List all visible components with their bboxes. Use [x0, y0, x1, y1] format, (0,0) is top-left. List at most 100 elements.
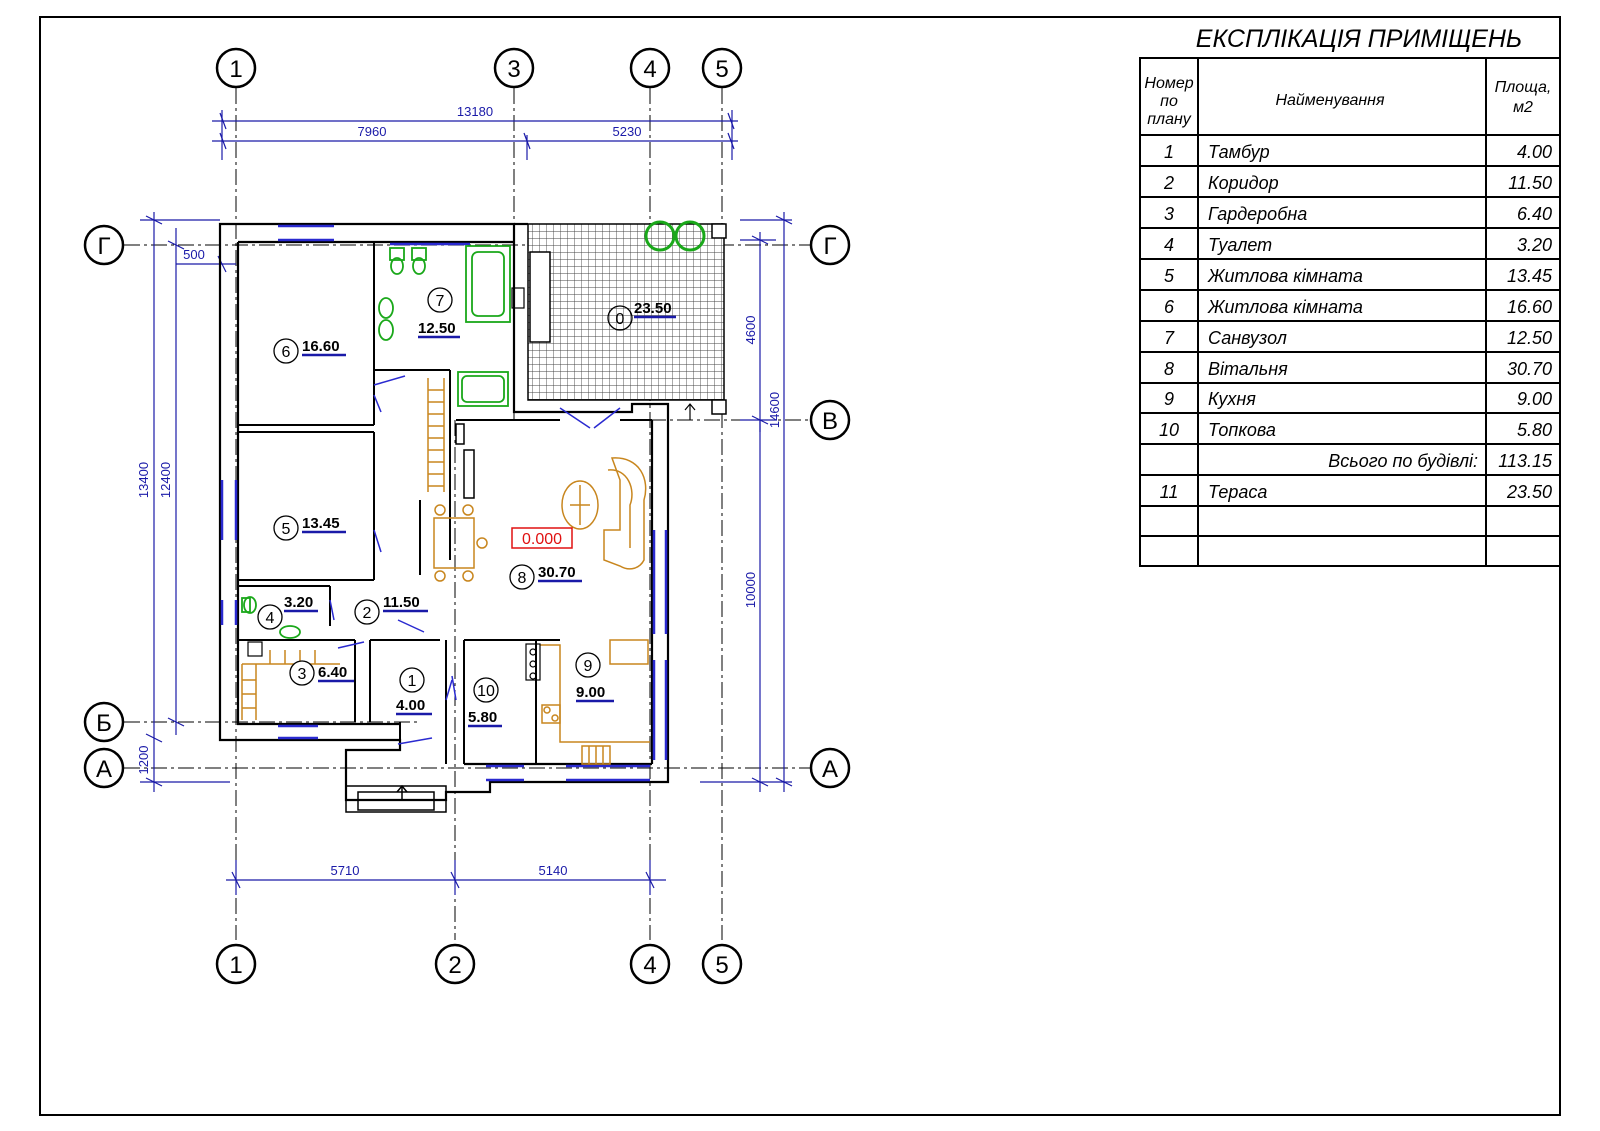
room-area-6: 16.60 [302, 338, 340, 355]
axis-bubbles-right [809, 224, 851, 789]
room-area-underlines [284, 315, 676, 728]
room-area-1: 4.00 [396, 697, 425, 714]
dim-left-offset: 500 [183, 247, 205, 262]
header-num-line3: плану [1147, 111, 1192, 128]
terrace-post [711, 223, 727, 239]
interior-walls [238, 242, 652, 764]
terrace-hatch [527, 223, 725, 401]
axis-label-right-a: А [822, 756, 838, 783]
dimension-lines [140, 110, 793, 895]
explication-table-grid [1139, 57, 1561, 567]
axis-label-bottom-5: 5 [715, 952, 728, 979]
table-row-area: 13.45 [1507, 266, 1553, 286]
dim-right-total: 14600 [767, 392, 782, 428]
table-row-area: 11.50 [1508, 173, 1552, 193]
dim-right-upper: 4600 [743, 316, 758, 345]
axis-label-top-3: 3 [507, 56, 520, 83]
table-row-num: 5 [1164, 266, 1175, 286]
room-number-9: 9 [584, 658, 593, 675]
table-row-area: 3.20 [1517, 235, 1552, 255]
table-row-area: 9.00 [1517, 389, 1552, 409]
level-mark: 0.000 [522, 531, 562, 548]
table-row-name: Кухня [1208, 389, 1256, 409]
table-row-name: Коридор [1208, 173, 1279, 193]
terrace-column-left [529, 251, 551, 343]
dim-top-left: 7960 [358, 124, 387, 139]
table-row-area: 16.60 [1507, 297, 1552, 317]
axis-bubbles-bottom [215, 943, 743, 985]
room-number-10: 10 [477, 683, 495, 700]
axis-label-bottom-2: 2 [448, 952, 461, 979]
room-area-7: 12.50 [418, 320, 456, 337]
room-number-terrace: 0 [616, 311, 625, 328]
axis-lines [124, 88, 810, 940]
bathroom-fixtures-icon [241, 245, 511, 639]
axis-label-left-a: А [96, 756, 112, 783]
table-row-num: 11 [1160, 482, 1179, 502]
table-row-num: 2 [1163, 173, 1174, 193]
axis-label-left-g: Г [98, 233, 111, 260]
header-area-line1: Площа, [1495, 79, 1552, 96]
room-area-5: 13.45 [302, 515, 340, 532]
table-total-value: 113.15 [1498, 451, 1553, 471]
table-title: ЕКСПЛІКАЦІЯ ПРИМІЩЕНЬ [1196, 25, 1522, 53]
axis-label-right-v: В [822, 408, 838, 435]
room-area-3: 6.40 [318, 664, 347, 681]
dim-right-lower: 10000 [743, 572, 758, 608]
table-row-num: 1 [1164, 142, 1174, 162]
room-number-2: 2 [363, 605, 372, 622]
stove-icon [525, 643, 541, 681]
table-row-name: Санвузол [1208, 328, 1287, 348]
room-area-9: 9.00 [576, 684, 605, 701]
axis-label-top-5: 5 [715, 56, 728, 83]
table-row-name: Тераса [1208, 482, 1267, 502]
axis-bubbles-left [83, 224, 125, 789]
dim-left-inner: 12400 [158, 462, 173, 498]
dining-table-icon [433, 504, 488, 582]
entry-porch [345, 784, 447, 813]
header-name: Найменування [1275, 92, 1385, 109]
axis-label-left-b: Б [96, 710, 112, 737]
axis-bubbles-top [215, 47, 743, 89]
header-num-line2: по [1160, 93, 1178, 110]
room-number-5: 5 [282, 521, 291, 538]
terrace-plants-icon [644, 220, 706, 252]
axis-label-right-g: Г [824, 233, 837, 260]
axis-label-bottom-1: 1 [229, 952, 242, 979]
room-number-8: 8 [518, 570, 527, 587]
table-row-num: 7 [1164, 328, 1175, 348]
axis-label-bottom-4: 4 [643, 952, 656, 979]
table-row-name: Гардеробна [1208, 204, 1307, 224]
room-area-2: 11.50 [383, 594, 420, 611]
table-total-label: Всього по будівлі: [1328, 451, 1478, 471]
door-swings [329, 375, 621, 745]
table-row-name: Житлова кімната [1207, 266, 1363, 286]
terrace-step [684, 403, 696, 420]
table-row-num: 10 [1159, 420, 1179, 440]
terrace-post-bottom [711, 399, 727, 415]
header-num-line1: Номер [1144, 75, 1193, 92]
header-area-line2: м2 [1513, 99, 1533, 116]
room-number-7: 7 [436, 293, 445, 310]
table-row-area: 12.50 [1507, 328, 1552, 348]
room-number-3: 3 [298, 666, 307, 683]
dim-bottom-right: 5140 [539, 863, 568, 878]
tv-unit-icon [455, 423, 475, 499]
table-row-name: Тамбур [1208, 142, 1270, 162]
table-row-num: 4 [1164, 235, 1174, 255]
table-row-name: Туалет [1208, 235, 1272, 255]
dim-left-outer: 13400 [136, 462, 151, 498]
dim-left-bottom: 1200 [136, 746, 151, 775]
table-row-area: 4.00 [1517, 142, 1552, 162]
table-row-area: 30.70 [1507, 359, 1552, 379]
level-mark-box [511, 527, 573, 549]
table-row-area: 23.50 [1506, 482, 1552, 502]
room-number-6: 6 [282, 344, 291, 361]
room-markers [257, 287, 633, 703]
dim-top-total: 13180 [457, 104, 493, 119]
room-number-1: 1 [408, 673, 417, 690]
table-row-num: 8 [1164, 359, 1174, 379]
room-area-terrace: 23.50 [634, 300, 672, 317]
axis-label-top-1: 1 [229, 56, 242, 83]
table-row-area: 6.40 [1517, 204, 1552, 224]
